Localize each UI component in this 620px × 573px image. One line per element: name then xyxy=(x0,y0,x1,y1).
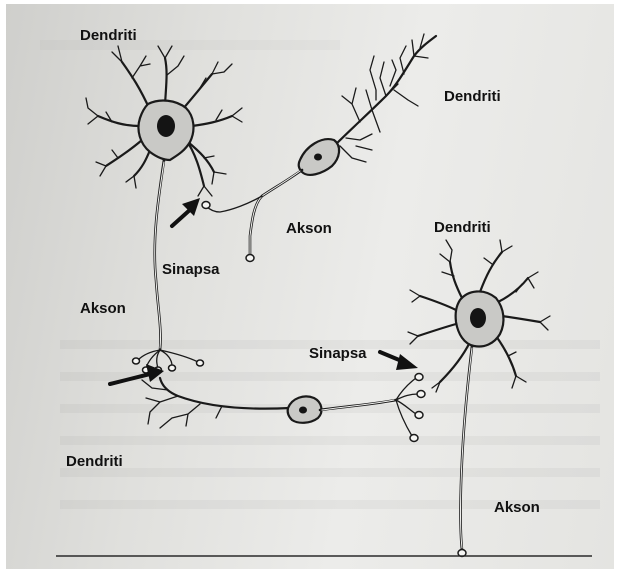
arrow-synapse-right xyxy=(380,352,418,370)
axon-terminal-bouton xyxy=(410,435,418,442)
neuron-top-right-dendrites xyxy=(330,34,436,162)
axon-terminal-bouton xyxy=(169,365,176,371)
label-akson-left: Akson xyxy=(80,300,126,317)
axon-terminal-bouton xyxy=(415,374,423,381)
axon-terminal-bouton xyxy=(133,358,140,364)
axon-terminal-bouton xyxy=(415,412,423,419)
label-dendriti-top-right: Dendriti xyxy=(444,88,501,105)
neuron-bottom-dendrites xyxy=(142,378,290,428)
neuron-right-nucleus xyxy=(470,308,486,328)
neuron-top-left xyxy=(86,46,242,373)
background-print-bleed xyxy=(40,40,600,509)
neuron-top-left-nucleus xyxy=(157,115,175,137)
arrow-synapse-top xyxy=(172,198,200,226)
label-dendriti-top-left: Dendriti xyxy=(80,27,137,44)
neuron-bottom-nucleus xyxy=(299,407,307,414)
label-dendriti-right: Dendriti xyxy=(434,219,491,236)
neuron-top-right-nucleus xyxy=(314,154,322,161)
neuron-top-left-axon-terminals xyxy=(133,350,204,373)
axon-terminal-bouton xyxy=(197,360,204,366)
axon-terminal-bouton xyxy=(202,202,210,209)
label-sinapsa-center: Sinapsa xyxy=(162,261,220,278)
label-dendriti-bottom-left: Dendriti xyxy=(66,453,123,470)
axon-terminal-bouton xyxy=(246,255,254,262)
label-akson-bottom-right: Akson xyxy=(494,499,540,516)
label-akson-center: Akson xyxy=(286,220,332,237)
neuron-top-left-axon xyxy=(155,160,164,350)
neuron-top-right-axon xyxy=(202,170,302,262)
axon-terminal-bouton xyxy=(417,391,425,398)
label-sinapsa-right: Sinapsa xyxy=(309,345,367,362)
